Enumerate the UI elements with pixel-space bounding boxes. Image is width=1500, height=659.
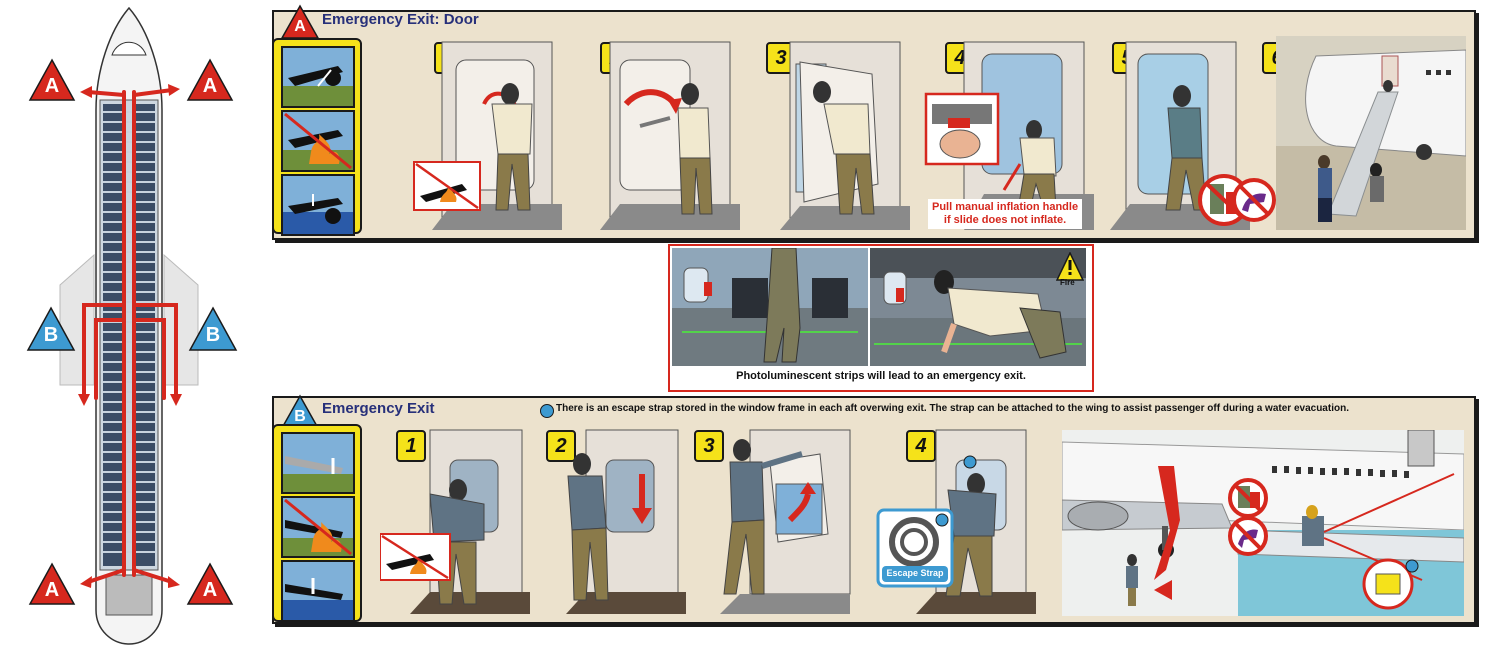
door-step-6-illustration: [1276, 36, 1466, 230]
exit-marker-a-front-left: A: [28, 58, 76, 102]
overwing-step-2-number: 2: [546, 430, 576, 462]
door-step-3-illustration: [780, 41, 910, 230]
door-conditions-column: [272, 38, 362, 236]
strip-walk-illustration: [672, 248, 868, 366]
escape-strap-label: Escape Strap: [886, 568, 944, 578]
door-step-1-illustration: [413, 41, 562, 230]
door-panel-title: Emergency Exit: Door: [322, 11, 479, 28]
fire-label: Fire: [1060, 278, 1075, 287]
exit-marker-a-rear-right: A: [186, 562, 234, 606]
overwing-step-5-illustration: [1062, 430, 1464, 616]
strip-caption: Photoluminescent strips will lead to an …: [736, 370, 1026, 382]
overwing-step-2-illustration: [566, 429, 686, 614]
door-step-4-caption: Pull manual inflation handle if slide do…: [928, 199, 1083, 229]
overwing-step-4-number: 4: [906, 430, 936, 462]
overwing-step-1-illustration: [380, 429, 530, 614]
exit-marker-a-front-right: A: [186, 58, 234, 102]
escape-strap-note-bullet: [540, 404, 554, 418]
door-panel-marker: A: [280, 4, 320, 40]
aircraft-seat-map: A A A A B B: [0, 0, 260, 654]
overwing-step-4-illustration: [876, 429, 1036, 614]
no-high-heels-icon: [1232, 178, 1276, 222]
overwing-conditions-column: [272, 424, 362, 622]
escape-strap-note: There is an escape strap stored in the w…: [556, 403, 1349, 414]
overwing-step-1-number: 1: [396, 430, 426, 462]
exit-marker-a-rear-left: A: [28, 562, 76, 606]
door-step-2-illustration: [600, 41, 740, 230]
fire-warning-icon: [1055, 251, 1085, 282]
overwing-thumb-fire: [281, 496, 355, 558]
exit-marker-b-left: B: [26, 306, 76, 352]
condition-thumb-water: [281, 174, 355, 236]
condition-thumb-land: [281, 46, 355, 108]
overwing-step-3-illustration: [720, 429, 851, 614]
door-step-5-illustration: [1110, 41, 1276, 230]
condition-thumb-fire: [281, 110, 355, 172]
overwing-thumb-land: [281, 432, 355, 494]
overwing-thumb-water: [281, 560, 355, 622]
exit-marker-b-right: B: [188, 306, 238, 352]
aircraft-illustration: [59, 6, 199, 645]
overwing-panel-title: Emergency Exit: [322, 400, 435, 417]
strip-crawl-illustration: [870, 248, 1086, 366]
overwing-step-3-number: 3: [694, 430, 724, 462]
